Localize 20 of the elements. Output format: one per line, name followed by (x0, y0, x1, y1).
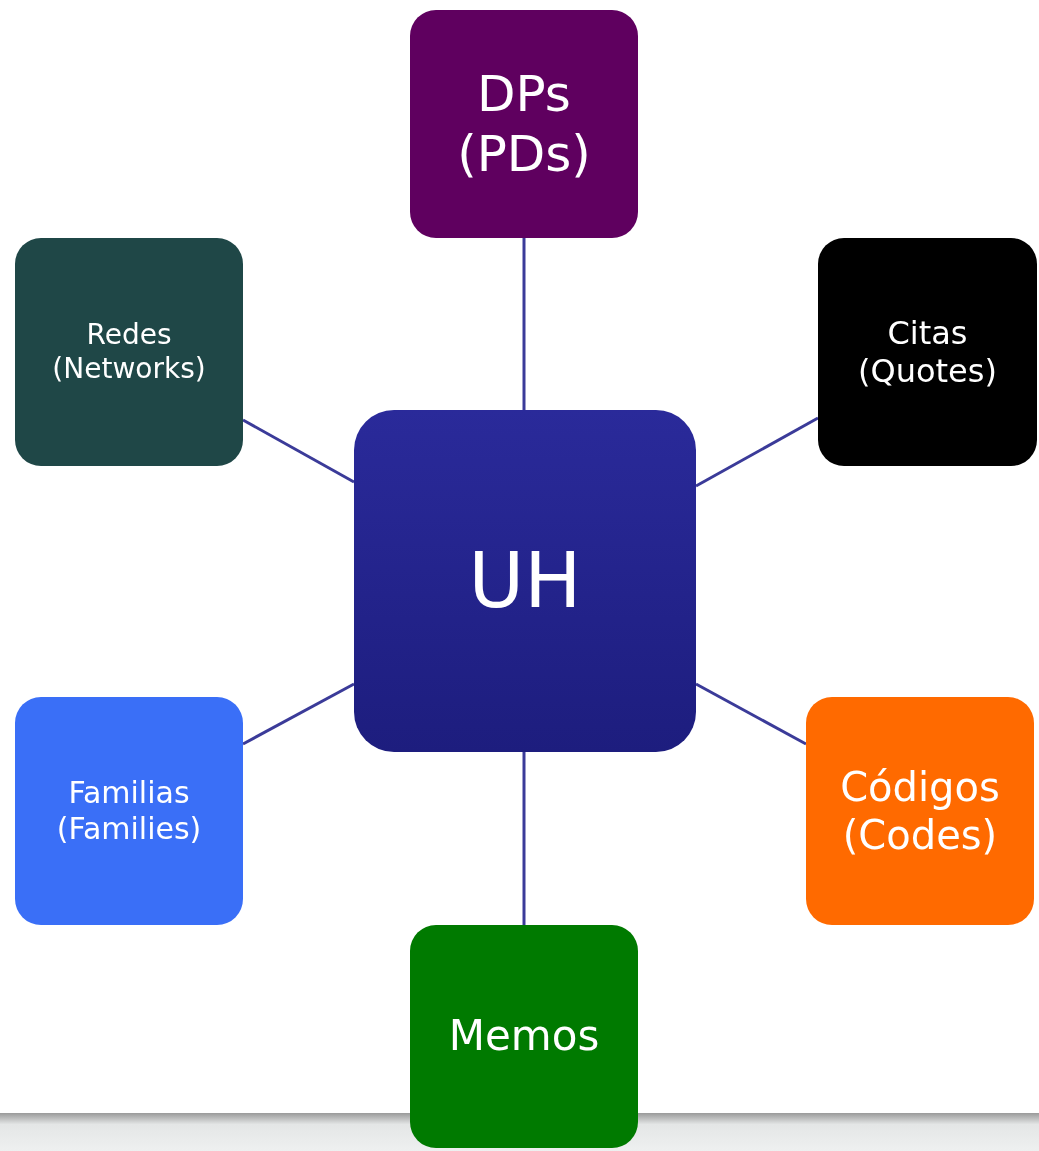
center-box (354, 410, 696, 752)
connector-line (242, 418, 355, 484)
connector-line (522, 752, 526, 925)
node-label: UH (468, 535, 582, 627)
connector-line (695, 682, 807, 746)
node-box (15, 697, 243, 925)
node-box (15, 238, 243, 466)
node-label: Redes (Networks) (51, 318, 207, 386)
node-box (806, 697, 1034, 925)
connector-line (522, 238, 526, 410)
node-label: DPs (PDs) (456, 64, 592, 184)
connector-line (695, 416, 819, 488)
node-label: Citas (Quotes) (857, 313, 998, 391)
node-box (818, 238, 1037, 466)
node-box (410, 10, 638, 238)
node-box (410, 925, 638, 1148)
node-label: Familias (Families) (55, 775, 203, 847)
node-label: Memos (448, 1011, 600, 1062)
node-label: Códigos (Codes) (839, 763, 1001, 859)
connector-line (242, 682, 355, 746)
